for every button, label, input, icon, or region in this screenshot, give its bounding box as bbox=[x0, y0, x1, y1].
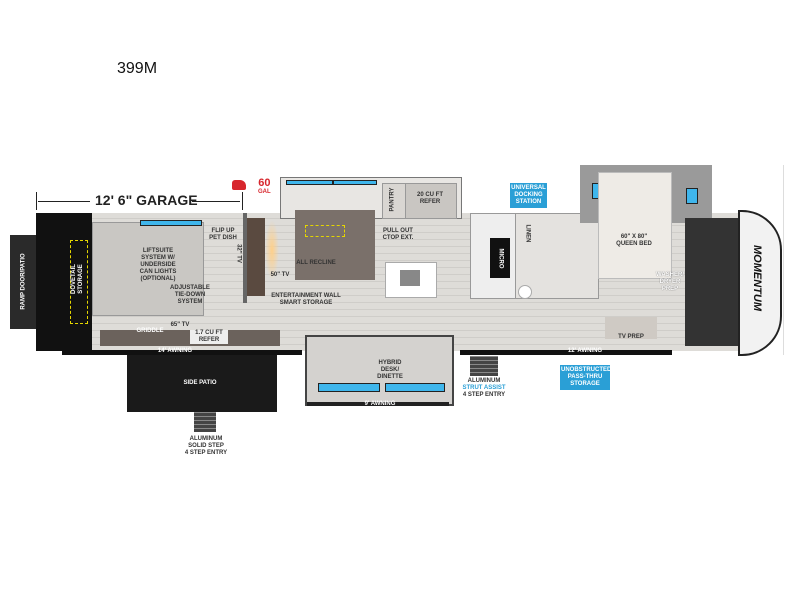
ramp-door bbox=[10, 235, 37, 329]
garage-floor bbox=[92, 222, 204, 316]
entry-step-solid bbox=[194, 412, 216, 432]
docking-station-badge: UNIVERSAL DOCKING STATION bbox=[510, 183, 547, 208]
microwave bbox=[490, 238, 510, 278]
garage-frame bbox=[36, 213, 92, 351]
fireplace-glow bbox=[265, 220, 279, 280]
garage-length-label: 12' 6" GARAGE bbox=[95, 192, 198, 208]
model-title: 399M bbox=[117, 60, 158, 77]
entertainment-wall bbox=[247, 218, 265, 296]
entry-step-strut bbox=[470, 356, 498, 376]
queen-bed bbox=[598, 172, 672, 279]
page-edge-line bbox=[783, 165, 784, 355]
refrigerator bbox=[405, 183, 457, 219]
pass-thru-storage-badge: UNOBSTRUCTED PASS-THRU STORAGE bbox=[560, 365, 611, 390]
tv-prep-cabinet bbox=[605, 317, 657, 339]
strut-step-label: ALUMINUM STRUT ASSIST 4 STEP ENTRY bbox=[462, 378, 506, 398]
awning-12 bbox=[460, 350, 672, 355]
recliner-seats bbox=[305, 225, 345, 237]
closet bbox=[685, 218, 740, 346]
awning-14 bbox=[62, 350, 302, 355]
brand-logo: MOMENTUM bbox=[751, 245, 763, 311]
garage-wall bbox=[243, 213, 247, 303]
bathroom bbox=[515, 213, 599, 299]
tv50-label: 50" TV bbox=[270, 272, 290, 278]
kitchen-island bbox=[385, 262, 437, 298]
dovetail-storage bbox=[70, 240, 88, 324]
awning-9 bbox=[307, 402, 449, 406]
ramp-door-label: RAMP DOOR/PATIO bbox=[20, 253, 27, 310]
fuel-capacity: 60 GAL bbox=[258, 177, 271, 196]
fuel-nozzle-icon bbox=[232, 180, 246, 190]
sofa bbox=[295, 210, 375, 280]
side-patio bbox=[127, 355, 277, 412]
front-cap bbox=[738, 210, 782, 356]
sink-icon bbox=[400, 270, 420, 286]
toilet bbox=[518, 285, 532, 299]
